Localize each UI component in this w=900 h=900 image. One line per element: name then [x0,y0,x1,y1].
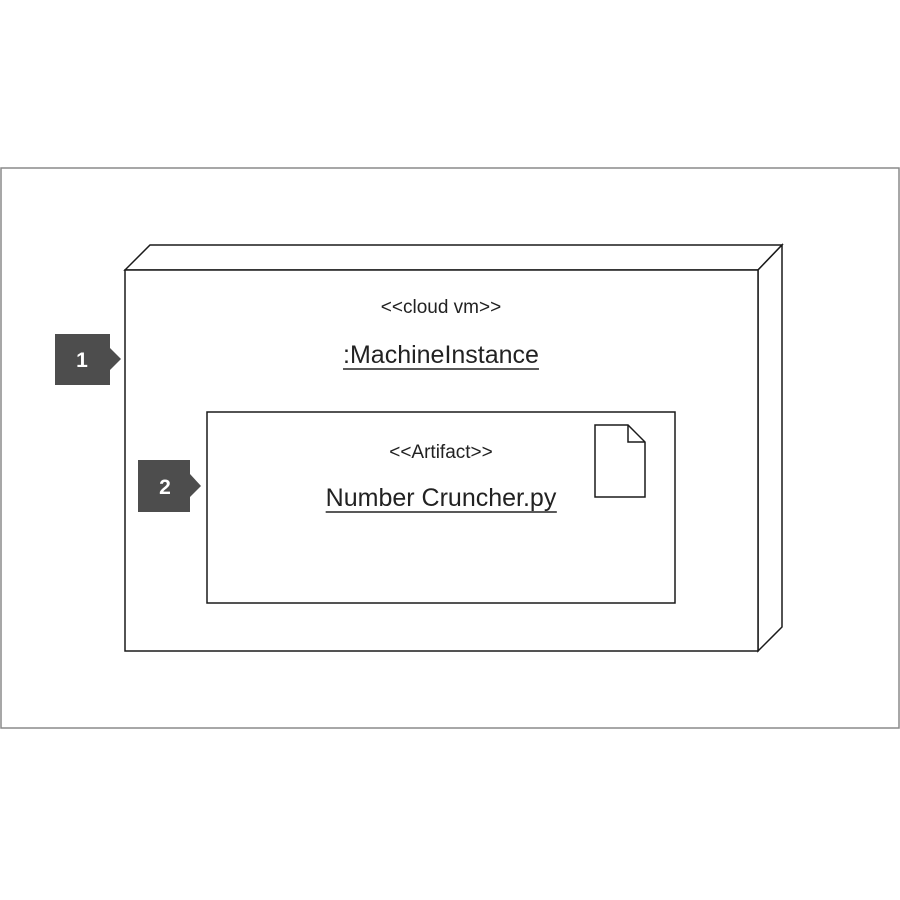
callout-badge-2-shape [138,460,201,512]
callout-badge-2-label: 2 [159,476,171,499]
artifact-box[interactable]: <<Artifact>> Number Cruncher.py [206,411,676,604]
node-stereotype: <<cloud vm>> [381,297,501,318]
artifact-name: Number Cruncher.py [326,484,557,512]
callout-badge-2[interactable]: 2 [138,460,201,512]
callout-badge-1-label: 1 [76,349,88,372]
callout-badge-1-shape [55,334,121,385]
document-icon [594,424,646,498]
node-top-face [123,244,784,271]
artifact-stereotype: <<Artifact>> [389,442,493,463]
callout-badge-1[interactable]: 1 [55,334,121,385]
node-name: :MachineInstance [343,341,539,369]
node-side-face [757,243,783,653]
